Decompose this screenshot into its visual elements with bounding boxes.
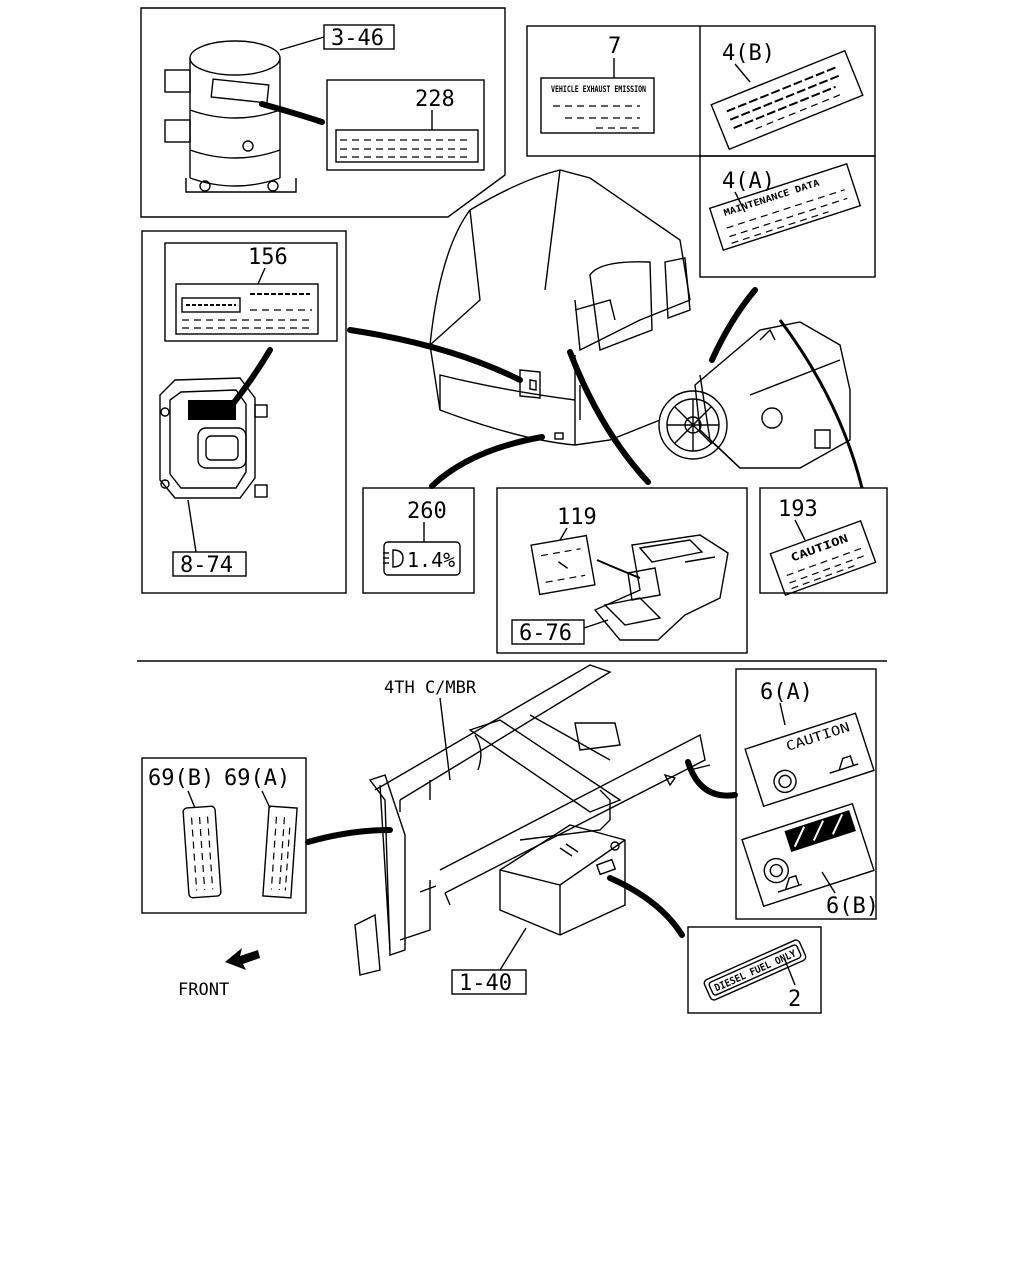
relay-drawing — [164, 40, 297, 193]
label-69a-drawing — [262, 805, 298, 899]
callout-1-40: 1-40 — [459, 971, 512, 996]
front-label: FRONT — [178, 980, 229, 1000]
fuel-tank-drawing — [499, 824, 626, 936]
label-193-drawing: CAUTION — [769, 520, 877, 596]
console-panel: 119 6-76 — [496, 487, 748, 654]
vehicle-exhaust-text: VEHICLE EXHAUST EMISSION — [551, 85, 646, 95]
chassis-drawing — [354, 664, 711, 976]
label-6b-drawing — [741, 802, 875, 908]
front-arrow-icon — [225, 948, 260, 970]
callout-6b: 6(B) — [826, 894, 879, 919]
headlamp-value: 1.4% — [407, 548, 455, 572]
caution-193-text: CAUTION — [789, 532, 850, 565]
callout-228: 228 — [415, 87, 455, 112]
label-228-drawing — [335, 129, 479, 163]
callout-3-46: 3-46 — [331, 26, 384, 51]
callout-260: 260 — [407, 499, 447, 524]
callout-8-74: 8-74 — [180, 553, 233, 578]
label-69b-drawing — [182, 805, 222, 899]
headlamp-label-panel: 260 1.4% — [362, 487, 475, 594]
switch-panel: 156 8-74 — [141, 230, 347, 594]
label-156-drawing — [175, 283, 319, 335]
engine-drawing — [658, 321, 851, 469]
callout-193: 193 — [778, 497, 818, 522]
caution-label-panel: 193 CAUTION — [759, 487, 888, 596]
label-7-drawing — [540, 77, 655, 134]
callout-2: 2 — [788, 987, 801, 1012]
fourth-member-label: 4TH C/MBR — [384, 678, 477, 698]
switch-bezel-drawing — [159, 377, 268, 499]
callout-7: 7 — [608, 34, 621, 59]
label-119-drawing — [530, 534, 596, 596]
callout-6-76: 6-76 — [519, 621, 572, 646]
callout-69b: 69(B) — [148, 766, 214, 791]
diesel-label-panel: DIESEL FUEL ONLY 2 — [687, 926, 822, 1014]
callout-156: 156 — [248, 245, 288, 270]
frame-labels-panel: 69(B) 69(A) — [141, 757, 307, 914]
relay-panel: 3-46 228 — [140, 7, 506, 218]
fuel-caution-panel: 6(A) CAUTION 6(B) — [735, 668, 879, 920]
callout-6a: 6(A) — [760, 680, 813, 705]
callout-69a: 69(A) — [224, 766, 290, 791]
emission-labels-panel: 7 VEHICLE EXHAUST EMISSION 4(B) 4(A) MAI… — [526, 25, 876, 278]
cab-drawing — [429, 169, 691, 446]
label-6a-drawing: CAUTION — [744, 712, 875, 808]
callout-119: 119 — [557, 505, 597, 530]
callout-4b: 4(B) — [722, 41, 775, 66]
